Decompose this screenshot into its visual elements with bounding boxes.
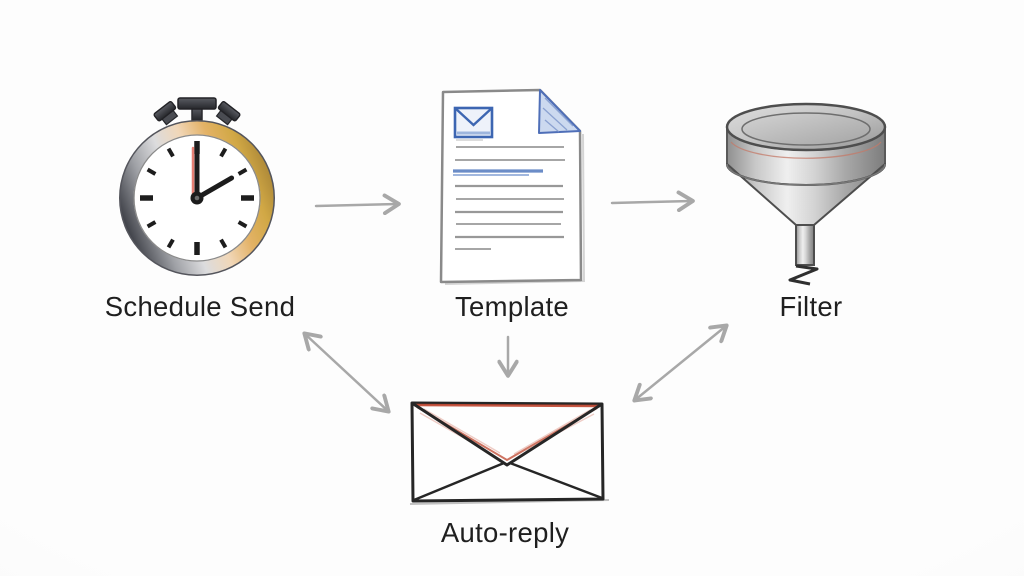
- schedule-send-label: Schedule Send: [104, 291, 296, 322]
- auto-reply-label: Auto-reply: [440, 517, 570, 548]
- node-schedule-send: [108, 90, 286, 290]
- stopwatch-icon: [119, 97, 275, 276]
- template-label: Template: [455, 291, 569, 322]
- arrow-autoreply-filter-bidirectional: [635, 326, 726, 400]
- arrow-schedule-to-template: [314, 204, 398, 206]
- envelope-icon: [409, 401, 610, 505]
- node-filter: [718, 98, 890, 303]
- email-document-icon: [439, 88, 586, 285]
- arrow-template-to-filter: [610, 201, 692, 203]
- node-auto-reply: [404, 394, 610, 516]
- funnel-icon: [725, 102, 887, 286]
- filter-label: Filter: [779, 291, 843, 322]
- arrow-schedule-autoreply-bidirectional: [305, 334, 388, 411]
- node-template: [433, 84, 586, 286]
